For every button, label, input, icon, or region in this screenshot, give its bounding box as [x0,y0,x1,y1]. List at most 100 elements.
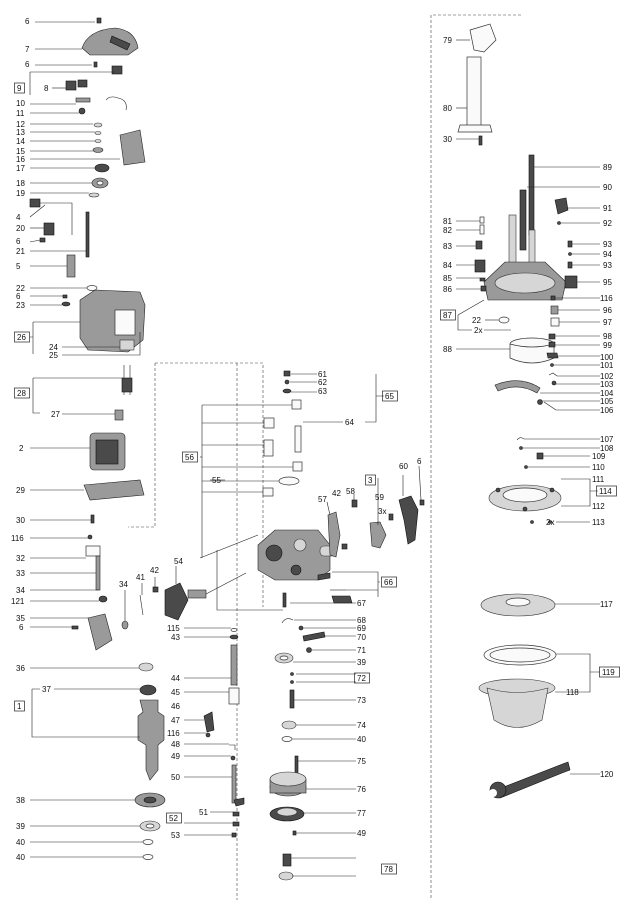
part-number-label: 13 [16,128,25,137]
assembly-box [354,672,370,684]
part-number-label: 11 [16,109,25,118]
part-number-label: 89 [603,163,612,172]
assembly-box [14,700,25,712]
part-number-label: 93 [603,261,612,270]
part-number-label: 40 [357,735,366,744]
part-number-label: 6 [19,623,24,632]
part-number-label: 76 [357,785,366,794]
part-number-label: 81 [443,217,452,226]
part-number-label: 7 [25,45,30,54]
part-number-label: 78 [384,865,393,874]
part-number-label: 67 [357,599,366,608]
part-number-label: 54 [174,557,183,566]
part-number-label: 95 [603,278,612,287]
assembly-box [381,863,397,875]
part-number-label: 3x [378,507,386,516]
assembly-box [182,451,198,463]
assembly-box [14,387,30,399]
part-number-label: 3 [368,476,373,485]
part-number-label: 34 [16,586,25,595]
part-number-label: 96 [603,306,612,315]
part-number-label: 107 [600,435,614,444]
part-number-label: 88 [443,345,452,354]
part-number-label: 85 [443,274,452,283]
part-number-label: 98 [603,332,612,341]
part-number-label: 111 [592,475,605,484]
part-number-label: 110 [592,463,605,472]
right-column-parts [457,23,578,799]
part-number-label: 52 [169,814,178,823]
part-number-label: 87 [443,311,452,320]
part-number-label: 12 [16,120,25,129]
part-number-label: 115 [167,624,180,633]
part-number-label: 116 [11,534,24,543]
part-number-label: 73 [357,696,366,705]
part-number-label: 65 [385,392,394,401]
part-number-label: 45 [171,688,180,697]
part-number-label: 119 [602,668,615,677]
part-number-label: 39 [357,658,366,667]
part-number-label: 22 [16,284,25,293]
part-number-label: 17 [16,164,25,173]
part-number-label: 61 [318,370,327,379]
part-number-label: 35 [16,614,25,623]
part-number-label: 22 [472,316,481,325]
middle-leader-lines [124,373,422,877]
part-number-label: 42 [332,489,341,498]
part-number-label: 18 [16,179,25,188]
part-number-label: 103 [600,380,614,389]
assembly-box [596,485,617,497]
part-number-label: 108 [600,444,614,453]
part-number-label: 6 [25,60,30,69]
assembly-box [365,474,376,486]
part-number-label: 34 [119,580,128,589]
left-column-parts [29,17,166,860]
part-number-label: 92 [603,219,612,228]
assembly-box [166,812,182,824]
part-number-label: 75 [357,757,366,766]
part-number-label: 24 [49,343,58,352]
right-leader-lines [456,39,600,775]
part-number-label: 15 [16,147,25,156]
part-number-label: 30 [16,516,25,525]
middle-column-parts [121,370,425,881]
part-number-label: 6 [417,457,422,466]
part-number-label: 55 [212,476,221,485]
part-number-label: 5 [16,262,21,271]
part-number-label: 29 [16,486,25,495]
main-body-part [257,529,331,581]
part-number-label: 118 [566,688,579,697]
part-number-label: 101 [600,361,614,370]
part-number-label: 30 [443,135,452,144]
part-number-label: 58 [346,487,355,496]
part-number-label: 93 [603,240,612,249]
part-number-label: 59 [375,493,384,502]
part-number-label: 60 [399,462,408,471]
part-number-label: 50 [171,773,180,782]
part-number-label: 57 [318,495,327,504]
part-number-label: 40 [16,838,25,847]
part-number-label: 6 [16,292,21,301]
part-number-label: 117 [600,600,613,609]
part-number-label: 41 [136,573,145,582]
part-number-label: 105 [600,397,614,406]
part-number-label: 82 [443,226,452,235]
part-number-label: 102 [600,372,614,381]
part-number-label: 99 [603,341,612,350]
part-number-label: 68 [357,616,366,625]
part-number-label: 62 [318,378,327,387]
part-number-label: 38 [16,796,25,805]
motor-housing-part [79,289,146,353]
assembly-box [440,309,456,321]
part-number-label: 71 [357,646,366,655]
part-number-label: 56 [185,453,194,462]
part-number-label: 19 [16,189,25,198]
part-number-label: 6 [25,17,30,26]
part-number-label: 83 [443,242,452,251]
part-number-label: 63 [318,387,327,396]
part-number-label: 32 [16,554,25,563]
part-number-label: 79 [443,36,452,45]
left-leader-lines [29,21,143,858]
